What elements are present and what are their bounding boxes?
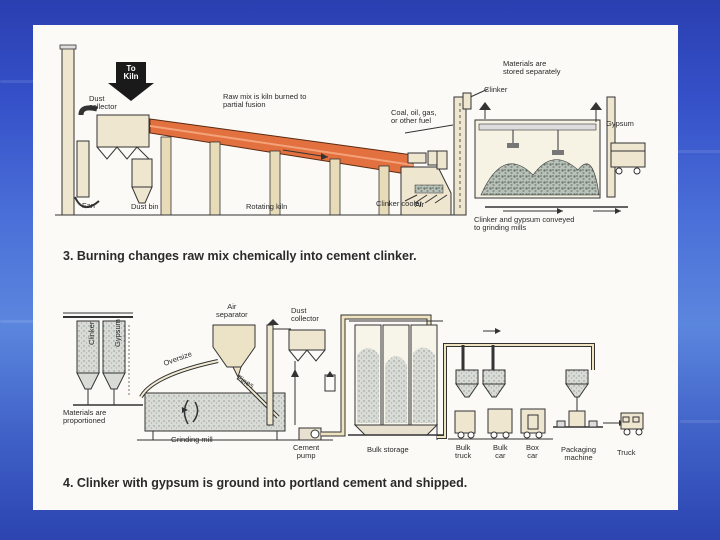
materials-proportioned-label: Materials are proportioned	[63, 409, 106, 425]
truck-label: Truck	[617, 449, 635, 457]
packaging-machine	[553, 411, 625, 427]
loading-hoppers	[456, 370, 588, 411]
clinker-label: Clinker	[484, 86, 507, 94]
caption-section-3: 3. Burning changes raw mix chemically in…	[63, 249, 417, 263]
conveyed-label: Clinker and gypsum conveyed to grinding …	[474, 216, 574, 232]
to-kiln-label: To Kiln	[119, 65, 143, 81]
cement-pump-label: Cement pump	[293, 444, 319, 460]
rotating-kiln-label: Rotating kiln	[246, 203, 287, 211]
raw-material-silos	[63, 313, 143, 405]
raw-mix-label: Raw mix is kiln burned to partial fusion	[223, 93, 306, 109]
grinding-mill-label: Grinding mill	[171, 436, 213, 444]
clinker-storage-building	[463, 93, 628, 214]
gypsum-label: Gypsum	[606, 120, 634, 128]
fuel-label: Coal, oil, gas, or other fuel	[391, 109, 436, 125]
fan-label: Fan	[82, 202, 95, 210]
rotating-kiln	[150, 119, 413, 175]
dust-collector-4-label: Dust collector	[291, 307, 319, 323]
background-streak	[680, 420, 720, 423]
clinker-cooler-label: Clinker cooler	[376, 200, 422, 208]
box-car	[521, 409, 545, 438]
materials-stored-label: Materials are stored separately	[503, 60, 561, 76]
gypsum-silo-label: Gypsum	[114, 319, 122, 347]
dust-collector-label: Dust collector	[89, 95, 117, 111]
air-separator-label: Air separator	[216, 303, 248, 319]
background-streak	[678, 150, 720, 153]
caption-section-4: 4. Clinker with gypsum is ground into po…	[63, 476, 467, 490]
bulk-truck-label: Bulk truck	[455, 444, 471, 460]
gypsum-railcar	[611, 143, 645, 174]
box-car-label: Box car	[526, 444, 539, 460]
dust-collector-4	[289, 330, 335, 425]
bulk-truck	[455, 411, 475, 438]
bulk-storage-silos	[348, 321, 445, 440]
diagram-slide: To Kiln Dust collector Raw mix is kiln b…	[33, 25, 678, 510]
dust-bin-label: Dust bin	[131, 203, 159, 211]
chimney	[60, 45, 76, 215]
clinker-silo-label: Clinker	[88, 322, 96, 345]
bulk-car	[488, 409, 512, 438]
packaging-machine-label: Packaging machine	[561, 446, 596, 462]
diagram-artwork	[33, 25, 678, 510]
bulk-car-label: Bulk car	[493, 444, 508, 460]
shipping-truck	[621, 413, 643, 435]
bulk-storage-label: Bulk storage	[367, 446, 409, 454]
dust-bin	[132, 159, 152, 203]
